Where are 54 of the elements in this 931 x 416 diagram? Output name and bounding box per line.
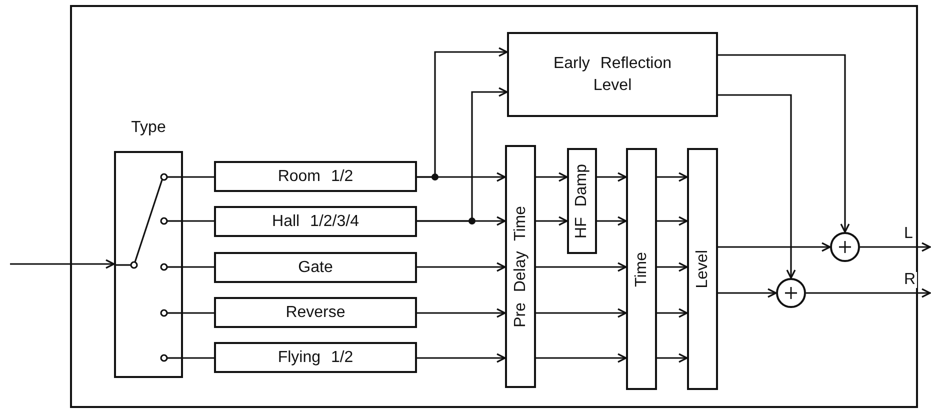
signal-arrow xyxy=(536,216,568,226)
signal-arrow xyxy=(597,216,627,226)
block-label: Time xyxy=(632,252,651,286)
process-box xyxy=(507,32,718,117)
effect-box xyxy=(214,297,417,328)
signal-line xyxy=(183,266,214,268)
block-label: Pre Delay Time xyxy=(510,206,530,328)
signal-arrow xyxy=(657,353,688,363)
signal-arrow xyxy=(536,172,568,182)
signal-arrow xyxy=(417,308,506,318)
signal-arrow xyxy=(417,353,506,363)
signal-arrow xyxy=(718,54,850,233)
signal-arrow xyxy=(536,353,627,363)
effect-box xyxy=(214,342,417,373)
signal-arrow xyxy=(597,172,627,182)
process-box xyxy=(567,148,597,254)
block-label: Reverse xyxy=(286,302,346,323)
effect-box xyxy=(214,206,417,237)
block-label: Flying 1/2 xyxy=(278,348,354,368)
signal-line xyxy=(183,220,214,222)
signal-arrow xyxy=(806,288,931,298)
signal-arrow xyxy=(718,94,796,279)
signal-arrow xyxy=(860,242,931,252)
signal-line xyxy=(183,312,214,314)
block-label: HF Damp xyxy=(572,164,592,238)
block-label: Gate xyxy=(298,258,333,278)
unit-frame xyxy=(70,5,918,408)
edge-label: R xyxy=(903,272,917,288)
summing-junction xyxy=(776,278,806,308)
signal-arrow xyxy=(718,242,831,252)
signal-line xyxy=(183,357,214,359)
signal-arrow xyxy=(10,259,115,269)
signal-arrow xyxy=(536,262,627,272)
signal-arrow xyxy=(718,288,777,298)
process-box xyxy=(626,148,657,390)
signal-arrow xyxy=(657,308,688,318)
block-label: Early Reflection Level xyxy=(552,54,673,96)
signal-arrow xyxy=(657,216,688,226)
signal-arrow xyxy=(417,87,508,222)
process-box xyxy=(505,145,536,388)
signal-arrow xyxy=(657,262,688,272)
selector-label: Type xyxy=(130,119,167,137)
block-label: Level xyxy=(692,250,712,288)
block-label: Room 1/2 xyxy=(278,166,354,187)
signal-arrow xyxy=(417,262,506,272)
process-box xyxy=(687,148,718,390)
block-label: Hall 1/2/3/4 xyxy=(272,212,359,232)
summing-junction xyxy=(830,232,860,262)
signal-arrow xyxy=(657,172,688,182)
signal-arrow xyxy=(536,308,627,318)
signal-line xyxy=(183,176,214,178)
signal-arrow xyxy=(417,47,508,178)
effect-box xyxy=(214,252,417,283)
effect-box xyxy=(214,161,417,192)
